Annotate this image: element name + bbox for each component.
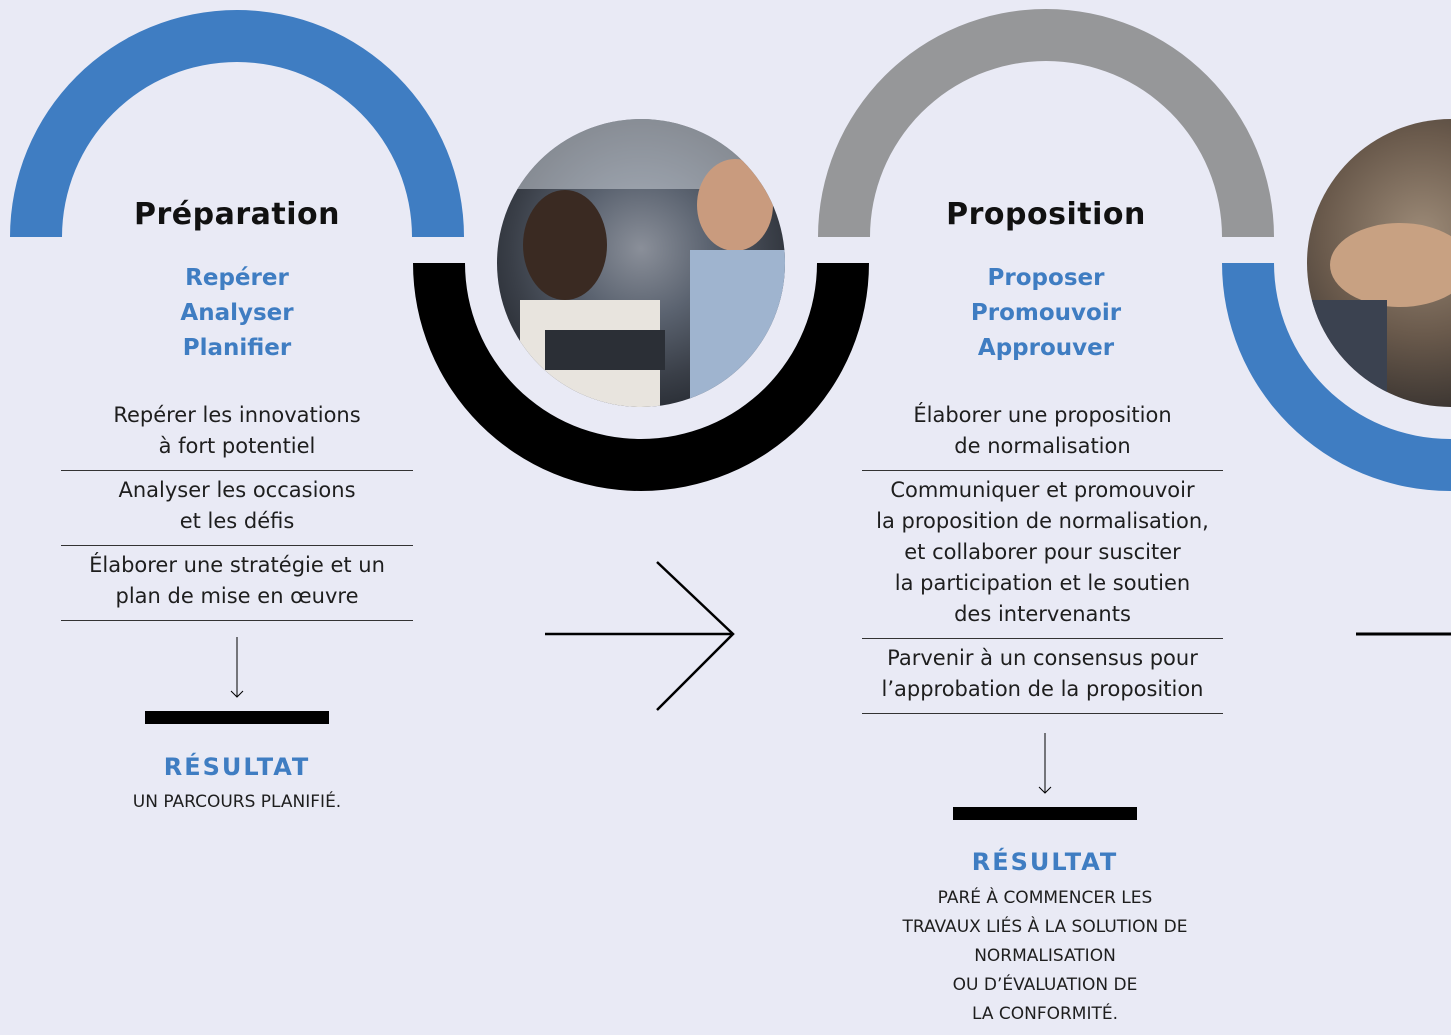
stage-verbs: Repérer Analyser Planifier	[117, 261, 357, 366]
step-item: Parvenir à un consensus pour l’approbati…	[862, 639, 1223, 714]
verb: Promouvoir	[970, 300, 1122, 326]
verb: Repérer	[185, 265, 289, 291]
handshake-photo-icon	[1307, 119, 1451, 407]
verb: Approuver	[977, 335, 1115, 361]
grey-arc-stage2	[818, 9, 1274, 237]
step-item: Repérer les innovations à fort potentiel	[61, 396, 413, 471]
arrow-right-icon	[545, 561, 735, 711]
meeting-photo-icon	[497, 119, 785, 407]
step-list: Élaborer une proposition de normalisatio…	[862, 396, 1223, 714]
step-item: Communiquer et promouvoir la proposition…	[862, 471, 1223, 639]
step-list: Repérer les innovations à fort potentiel…	[61, 396, 413, 621]
stage-title: Proposition	[946, 197, 1146, 232]
down-arrow-icon	[1038, 733, 1052, 794]
result-label: RÉSULTAT	[163, 753, 311, 781]
step-item: Élaborer une stratégie et un plan de mis…	[61, 546, 413, 621]
step-item: Élaborer une proposition de normalisatio…	[862, 396, 1223, 471]
down-arrow-icon	[230, 637, 244, 698]
blue-arc-stage1	[10, 10, 464, 237]
result-bar	[953, 807, 1137, 820]
step-item: Analyser les occasions et les défis	[61, 471, 413, 546]
blue-arc-photo2	[1222, 263, 1451, 491]
result-text: PARÉ À COMMENCER LES TRAVAUX LIÉS À LA S…	[902, 888, 1188, 1024]
verb: Analyser	[180, 300, 294, 326]
result-text: UN PARCOURS PLANIFIÉ.	[132, 792, 342, 812]
stage-verbs: Proposer Promouvoir Approuver	[926, 261, 1166, 366]
result-bar	[145, 711, 329, 724]
result-label: RÉSULTAT	[971, 848, 1119, 876]
stage-title: Préparation	[134, 197, 340, 232]
black-arc-photo1	[413, 263, 869, 491]
verb: Proposer	[987, 265, 1105, 291]
verb: Planifier	[182, 335, 292, 361]
